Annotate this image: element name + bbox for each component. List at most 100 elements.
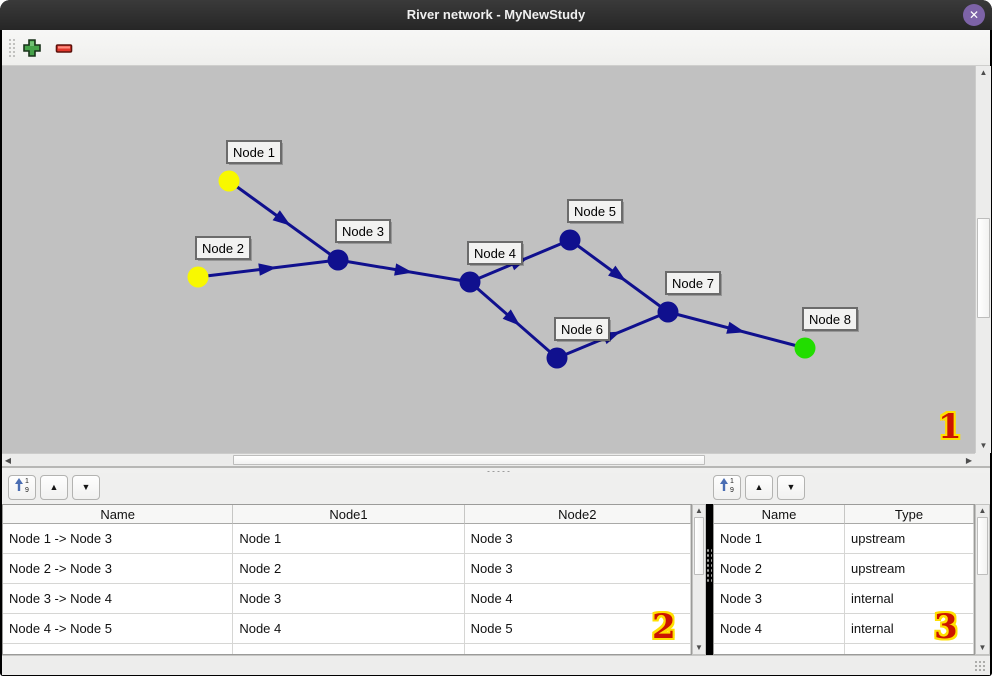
reaches-sort-button[interactable]: 1 9 [8, 475, 36, 500]
node-label: Node 2 [202, 241, 244, 256]
node-label-box [554, 317, 610, 341]
nodes-cell[interactable]: Node 4 [714, 614, 845, 644]
nodes-table-vscrollbar[interactable]: ▲ ▼ [975, 504, 990, 655]
network-node[interactable] [327, 249, 349, 271]
reaches-cell[interactable]: Node 4 [233, 614, 465, 644]
node-label: Node 3 [342, 224, 384, 239]
sort-ascending-icon: 1 9 [13, 478, 31, 498]
scroll-down-icon[interactable]: ▼ [979, 441, 988, 450]
canvas-vscroll-thumb[interactable] [977, 218, 990, 318]
scroll-right-icon[interactable]: ▶ [965, 456, 973, 465]
nodes-header[interactable]: Name [714, 505, 845, 524]
reaches-cell[interactable]: Node 4 [464, 584, 691, 614]
node-label-box [195, 236, 251, 260]
canvas-hscroll-thumb[interactable] [233, 455, 705, 465]
reaches-cell[interactable]: Node 1 [233, 524, 465, 554]
reaches-cell[interactable]: Node 2 [233, 554, 465, 584]
network-node[interactable] [459, 271, 481, 293]
nodes-sort-button[interactable]: 1 9 [713, 475, 741, 500]
sort-ascending-icon: 1 9 [718, 478, 736, 498]
reaches-cell[interactable]: Node 3 -> Node 4 [3, 584, 234, 614]
network-node[interactable] [794, 337, 816, 359]
title-bar[interactable]: River network - MyNewStudy ✕ [0, 0, 992, 30]
scroll-down-icon[interactable]: ▼ [695, 643, 703, 652]
nodes-scroll-thumb[interactable] [977, 517, 988, 575]
scroll-up-icon[interactable]: ▲ [978, 506, 987, 515]
annotation-mark-2: 2 [652, 607, 676, 647]
canvas-vscrollbar[interactable]: ▲ ▼ [975, 66, 991, 453]
reaches-cell[interactable]: Node 3 [464, 554, 691, 584]
svg-text:1: 1 [25, 478, 29, 485]
panel-splitter[interactable] [2, 466, 990, 475]
scroll-up-icon[interactable]: ▲ [979, 68, 988, 77]
up-triangle-icon: ▲ [49, 482, 59, 492]
node-label-box [802, 307, 858, 331]
reaches-move-up-button[interactable]: ▲ [40, 475, 68, 500]
nodes-header[interactable]: Type [845, 505, 974, 524]
reaches-cell[interactable]: Node 3 [464, 524, 691, 554]
network-node[interactable] [559, 229, 581, 251]
network-node[interactable] [218, 170, 240, 192]
nodes-cell[interactable]: Node 1 [714, 524, 845, 554]
reaches-cell[interactable]: Node 4 -> Node 5 [3, 614, 234, 644]
close-button[interactable]: ✕ [963, 4, 985, 26]
node-label-box [335, 219, 391, 243]
reaches-cell[interactable]: Node 3 [233, 584, 465, 614]
nodes-cell[interactable]: upstream [844, 554, 974, 584]
tables-divider-grip[interactable] [706, 548, 712, 584]
network-node[interactable] [187, 266, 209, 288]
down-triangle-icon: ▼ [786, 482, 796, 492]
reaches-cell[interactable]: Node 2 -> Node 3 [3, 554, 234, 584]
close-icon: ✕ [968, 8, 980, 22]
reaches-table-vscrollbar[interactable]: ▲ ▼ [692, 504, 706, 655]
node-label-box [467, 241, 523, 265]
remove-node-button[interactable] [53, 37, 75, 59]
nodes-cell[interactable]: internal [844, 614, 974, 644]
scroll-up-icon[interactable]: ▲ [695, 506, 703, 515]
flow-arrow-icon [272, 210, 291, 226]
reaches-move-down-button[interactable]: ▼ [72, 475, 100, 500]
annotation-mark-3: 3 [934, 607, 958, 647]
status-bar [2, 655, 990, 675]
reaches-cell[interactable]: Node 1 -> Node 3 [3, 524, 234, 554]
reaches-cell[interactable]: Node 5 [464, 614, 691, 644]
nodes-move-down-button[interactable]: ▼ [777, 475, 805, 500]
nodes-cell [714, 644, 845, 654]
reaches-scroll-thumb[interactable] [694, 517, 704, 575]
flow-arrow-icon [726, 321, 746, 334]
scroll-left-icon[interactable]: ◀ [4, 456, 12, 465]
node-label-box [567, 199, 623, 223]
node-label: Node 1 [233, 145, 275, 160]
svg-text:9: 9 [730, 487, 734, 494]
network-node[interactable] [657, 301, 679, 323]
reaches-header[interactable]: Name [3, 505, 234, 524]
nodes-cell[interactable]: Node 3 [714, 584, 845, 614]
nodes-move-up-button[interactable]: ▲ [745, 475, 773, 500]
reaches-header[interactable]: Node2 [464, 505, 691, 524]
add-node-button[interactable] [21, 37, 43, 59]
scroll-down-icon[interactable]: ▼ [978, 643, 987, 652]
node-label: Node 4 [474, 246, 516, 261]
nodes-cell[interactable]: internal [844, 584, 974, 614]
reaches-header[interactable]: Node1 [233, 505, 465, 524]
toolbar-drag-handle[interactable] [8, 38, 16, 58]
reaches-cell [465, 644, 691, 654]
network-node[interactable] [546, 347, 568, 369]
canvas-hscrollbar[interactable]: ◀ ▶ [2, 453, 975, 466]
resize-grip[interactable] [974, 660, 986, 672]
nodes-cell[interactable]: Node 2 [714, 554, 845, 584]
nodes-cell[interactable]: upstream [844, 524, 974, 554]
